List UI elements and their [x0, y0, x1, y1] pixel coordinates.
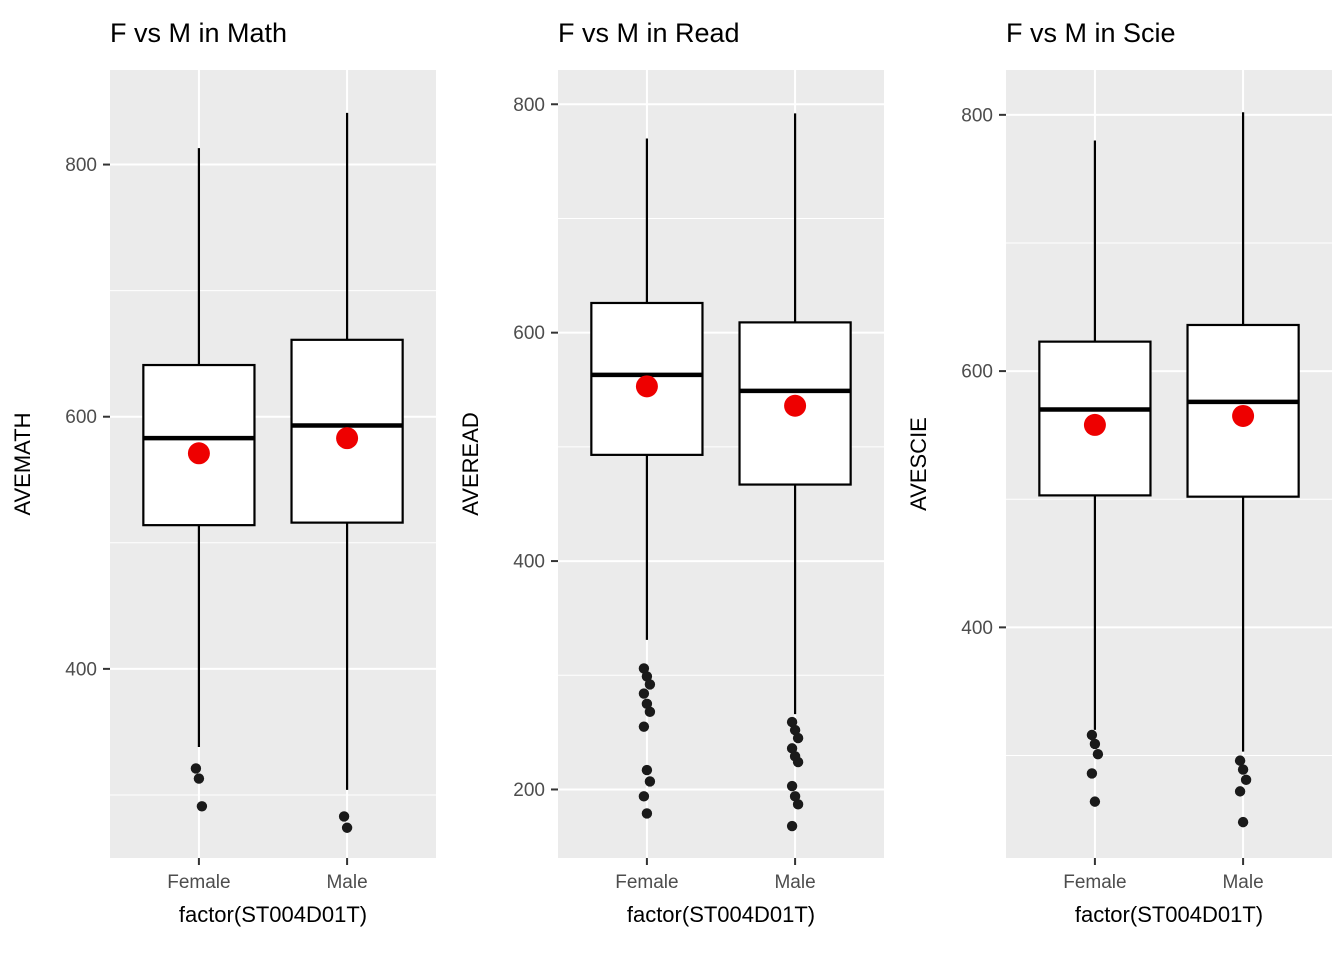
y-axis-title: AVESCIE — [906, 417, 931, 511]
x-tick-label-male: Male — [774, 872, 815, 893]
outlier-dot-male — [341, 822, 353, 833]
outlier-dot-male — [338, 811, 350, 822]
outlier-dot-male — [792, 756, 804, 768]
y-tick-label: 800 — [961, 105, 993, 126]
outlier-dot-male — [1237, 816, 1249, 828]
outlier-dot-female — [638, 663, 650, 674]
outlier-dot-male — [789, 791, 801, 802]
outlier-dot-female — [1086, 729, 1098, 741]
y-tick-label: 600 — [513, 323, 545, 344]
y-axis-title: AVEMATH — [10, 412, 35, 515]
x-axis-title: factor(ST004D01T) — [627, 902, 815, 927]
outlier-dot-female — [638, 688, 650, 699]
outlier-dot-female — [1086, 768, 1098, 779]
outlier-dot-female — [644, 679, 656, 690]
mean-point-male — [784, 394, 807, 417]
outlier-dot-female — [644, 706, 656, 718]
y-tick-label: 200 — [513, 780, 545, 801]
outlier-dot-female — [1089, 796, 1101, 807]
x-tick-label-male: Male — [326, 872, 367, 893]
outlier-dot-female — [641, 671, 653, 682]
chart-title: F vs M in Math — [110, 18, 287, 48]
outlier-dot-female — [190, 763, 202, 774]
outlier-dot-male — [786, 716, 798, 728]
x-tick-label-male: Male — [1222, 872, 1263, 893]
outlier-dot-female — [193, 773, 205, 784]
outlier-dot-male — [786, 820, 798, 832]
outlier-dot-male — [789, 724, 801, 736]
outlier-dot-female — [641, 698, 653, 710]
outlier-dot-male — [1234, 786, 1246, 797]
y-tick-label: 600 — [65, 407, 97, 428]
x-axis-title: factor(ST004D01T) — [179, 902, 367, 927]
outlier-dot-female — [196, 801, 208, 812]
outlier-dot-male — [786, 743, 798, 754]
mean-point-male — [336, 427, 359, 450]
outlier-dot-female — [1089, 738, 1101, 750]
outlier-dot-female — [638, 791, 650, 802]
mean-point-female — [1083, 413, 1106, 436]
y-tick-label: 800 — [513, 95, 545, 116]
outlier-dot-male — [1237, 764, 1249, 775]
chart-title: F vs M in Read — [558, 18, 740, 48]
y-tick-label: 400 — [961, 618, 993, 639]
y-axis-title: AVEREAD — [458, 412, 483, 516]
y-tick-label: 800 — [65, 155, 97, 176]
mean-point-male — [1232, 404, 1255, 427]
mean-point-female — [635, 375, 658, 398]
y-tick-label: 600 — [961, 362, 993, 383]
mean-point-female — [187, 442, 210, 465]
x-tick-label-female: Female — [167, 872, 230, 893]
x-tick-label-female: Female — [1063, 872, 1126, 893]
outlier-dot-male — [1240, 774, 1252, 786]
outlier-dot-male — [1234, 755, 1246, 766]
outlier-dot-male — [792, 732, 804, 744]
y-tick-label: 400 — [65, 659, 97, 680]
outlier-dot-female — [1092, 749, 1104, 760]
x-tick-label-female: Female — [615, 872, 678, 893]
outlier-dot-female — [641, 764, 653, 776]
outlier-dot-male — [792, 799, 804, 810]
outlier-dot-female — [644, 776, 656, 787]
outlier-dot-female — [641, 808, 653, 819]
y-tick-label: 400 — [513, 552, 545, 573]
outlier-dot-male — [786, 780, 798, 792]
outlier-dot-female — [638, 721, 650, 732]
chart-title: F vs M in Scie — [1006, 18, 1176, 48]
x-axis-title: factor(ST004D01T) — [1075, 902, 1263, 927]
